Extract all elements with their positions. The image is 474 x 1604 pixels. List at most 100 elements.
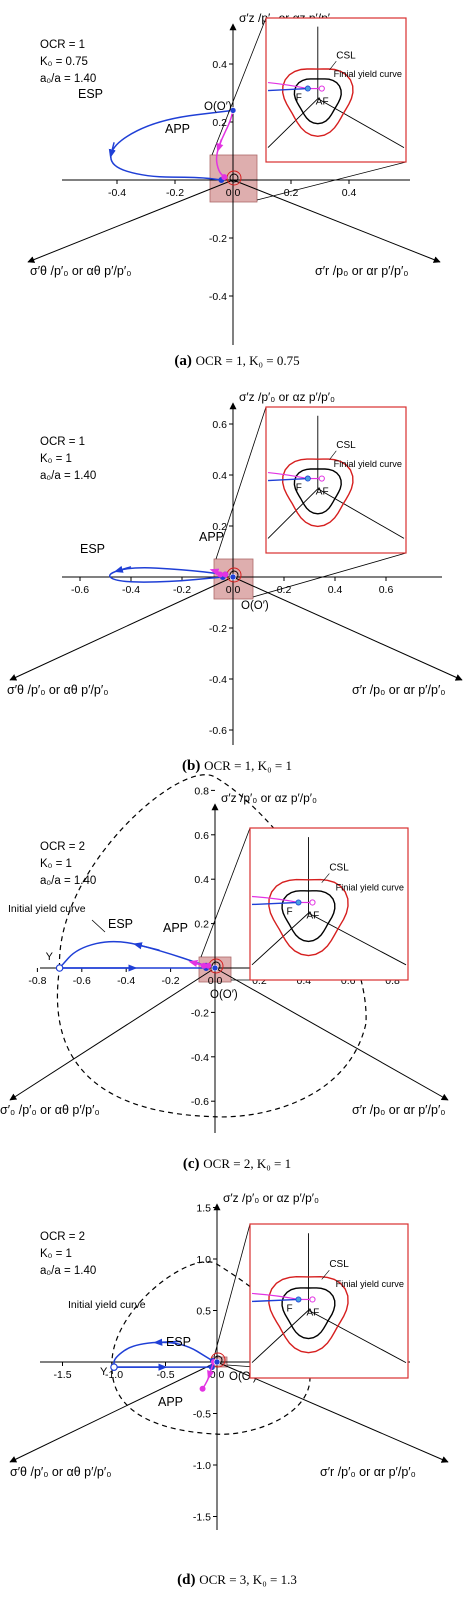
x-tick-label: -0.2 <box>173 584 191 596</box>
initial-yield-curve <box>57 774 367 1118</box>
parameter-label: OCR = 2 <box>40 1231 85 1243</box>
x-tick-label: 0.4 <box>342 187 357 199</box>
inset-csl-curve <box>268 1275 349 1354</box>
inset-esp-path <box>251 1298 299 1303</box>
panel-caption: (a) OCR = 1, K₀ = 0.75 <box>174 353 299 369</box>
initial-yield-label: Initial yield curve <box>8 903 86 915</box>
inset-frame <box>265 17 407 163</box>
theta-axis-label: σ′θ /p′₀ or αθ p′/p′₀ <box>10 1465 111 1479</box>
y-tick-label: 0.2 <box>194 919 209 931</box>
start-point-marker <box>213 1358 221 1366</box>
parameter-label: OCR = 2 <box>40 841 85 853</box>
caption-text: OCR = 3, K₀ = 1.3 <box>199 1572 297 1587</box>
z-axis-label: σ′z /p′₀ or αz p′/p′₀ <box>221 791 317 805</box>
caption-text: OCR = 2, K₀ = 1 <box>203 1156 291 1171</box>
r-axis-arrow <box>214 967 449 1101</box>
inset-app-path <box>267 471 308 480</box>
esp-label: ESP <box>80 542 105 556</box>
x-tick-label: -0.4 <box>117 975 135 987</box>
series-direction-arrow <box>113 565 132 573</box>
inset-final-yield-curve <box>281 1287 336 1340</box>
inset-af-point <box>309 1296 316 1303</box>
inset-csl-pointer <box>321 873 330 883</box>
inset-app-path <box>251 895 299 904</box>
x-tick-label: 0.6 <box>379 584 394 596</box>
inset-app-path <box>267 81 308 90</box>
app-label: APP <box>199 530 224 544</box>
parameter-label: K₀ = 0.75 <box>40 56 88 68</box>
inset-csl-label: CSL <box>336 50 356 61</box>
initial-yield-pointer <box>91 919 106 933</box>
inset-theta-axis <box>267 98 319 148</box>
parameter-label: OCR = 1 <box>40 436 85 448</box>
series-esp-path <box>59 940 207 969</box>
panel-3: -1.5-1.0-0.50.00.51.01.51.51.00.5-0.5-1.… <box>9 1191 449 1588</box>
series-direction-arrow <box>209 568 220 576</box>
series-direction-arrow <box>132 942 160 951</box>
y-tick-label: -0.2 <box>191 1007 209 1019</box>
inset-csl-label: CSL <box>336 440 356 451</box>
inset-af-label: AF <box>316 97 329 108</box>
y-tick-label: -0.4 <box>209 291 227 303</box>
parameter-label: K₀ = 1 <box>40 858 72 870</box>
parameter-label: a₀/a = 1.40 <box>40 73 96 85</box>
inset-final-yield-label: Finial yield curve <box>334 459 402 469</box>
app-label: APP <box>165 122 190 136</box>
y-tick-label: 0.4 <box>212 470 227 482</box>
y-tick-label: -0.6 <box>191 1096 209 1108</box>
origin-label: O(O′) <box>241 600 269 612</box>
panel-caption: (b) OCR = 1, K₀ = 1 <box>182 758 292 774</box>
inset-csl-curve <box>281 458 354 528</box>
series-esp-path <box>113 1341 214 1368</box>
caption-tag: (d) <box>177 1572 199 1588</box>
inset-final-yield-label: Finial yield curve <box>336 1279 404 1289</box>
y-tick-label: -1.0 <box>193 1460 211 1472</box>
series-direction-arrow <box>216 139 224 153</box>
inset-esp-path <box>251 901 299 906</box>
series-direction-arrow <box>207 1370 215 1380</box>
r-axis-label: σ′r /p₀ or αr p′/p′₀ <box>315 264 408 278</box>
y-tick-label: 1.5 <box>196 1203 211 1215</box>
parameter-label: K₀ = 1 <box>40 453 72 465</box>
inset-csl-curve <box>268 878 349 957</box>
theta-axis-arrow <box>9 1361 218 1463</box>
origin-label: O(O′) <box>210 989 238 1001</box>
caption-text: OCR = 1, K₀ = 1 <box>204 758 292 773</box>
x-tick-label: 0.2 <box>284 187 299 199</box>
initial-yield-label: Initial yield curve <box>68 1299 146 1311</box>
series-point-marker <box>199 1385 206 1392</box>
y-tick-label: -0.2 <box>209 623 227 635</box>
y-tick-label: 0.5 <box>196 1306 211 1318</box>
y-tick-label: 0.4 <box>212 59 227 71</box>
series-direction-arrow <box>188 960 199 968</box>
esp-label: ESP <box>108 917 133 931</box>
inset-final-yield-label: Finial yield curve <box>334 69 402 79</box>
inset-af-point <box>309 899 316 906</box>
inset-theta-axis <box>267 488 319 539</box>
y-tick-label: 0.6 <box>194 830 209 842</box>
x-tick-label: -0.4 <box>108 187 126 199</box>
inset-f-point <box>304 475 311 482</box>
r-axis-label: σ′r /p₀ or αr p′/p′₀ <box>352 683 445 697</box>
x-tick-label: -0.2 <box>162 975 180 987</box>
y-tick-label: -0.6 <box>209 725 227 737</box>
x-tick-label: 0.0 <box>226 584 241 596</box>
y-tick-label: 0.6 <box>212 419 227 431</box>
inset-af-label: AF <box>306 910 319 921</box>
y-tick-label: -0.2 <box>209 233 227 245</box>
theta-axis-label: σ′θ /p′₀ or αθ p′/p′₀ <box>30 264 131 278</box>
inset-app-path <box>251 1292 299 1301</box>
inset-f-label: F <box>286 906 292 917</box>
leader-line <box>252 552 407 598</box>
inset-esp-path <box>267 87 308 92</box>
theta-axis-label: σ′θ /p′₀ or αθ p′/p′₀ <box>7 683 108 697</box>
inset-r-axis <box>308 912 407 966</box>
y-tick-label: 0.2 <box>212 117 227 129</box>
x-tick-label: -0.5 <box>156 1369 174 1381</box>
caption-tag: (a) <box>174 353 195 369</box>
x-tick-label: -0.6 <box>73 975 91 987</box>
series-point-marker <box>221 174 228 181</box>
